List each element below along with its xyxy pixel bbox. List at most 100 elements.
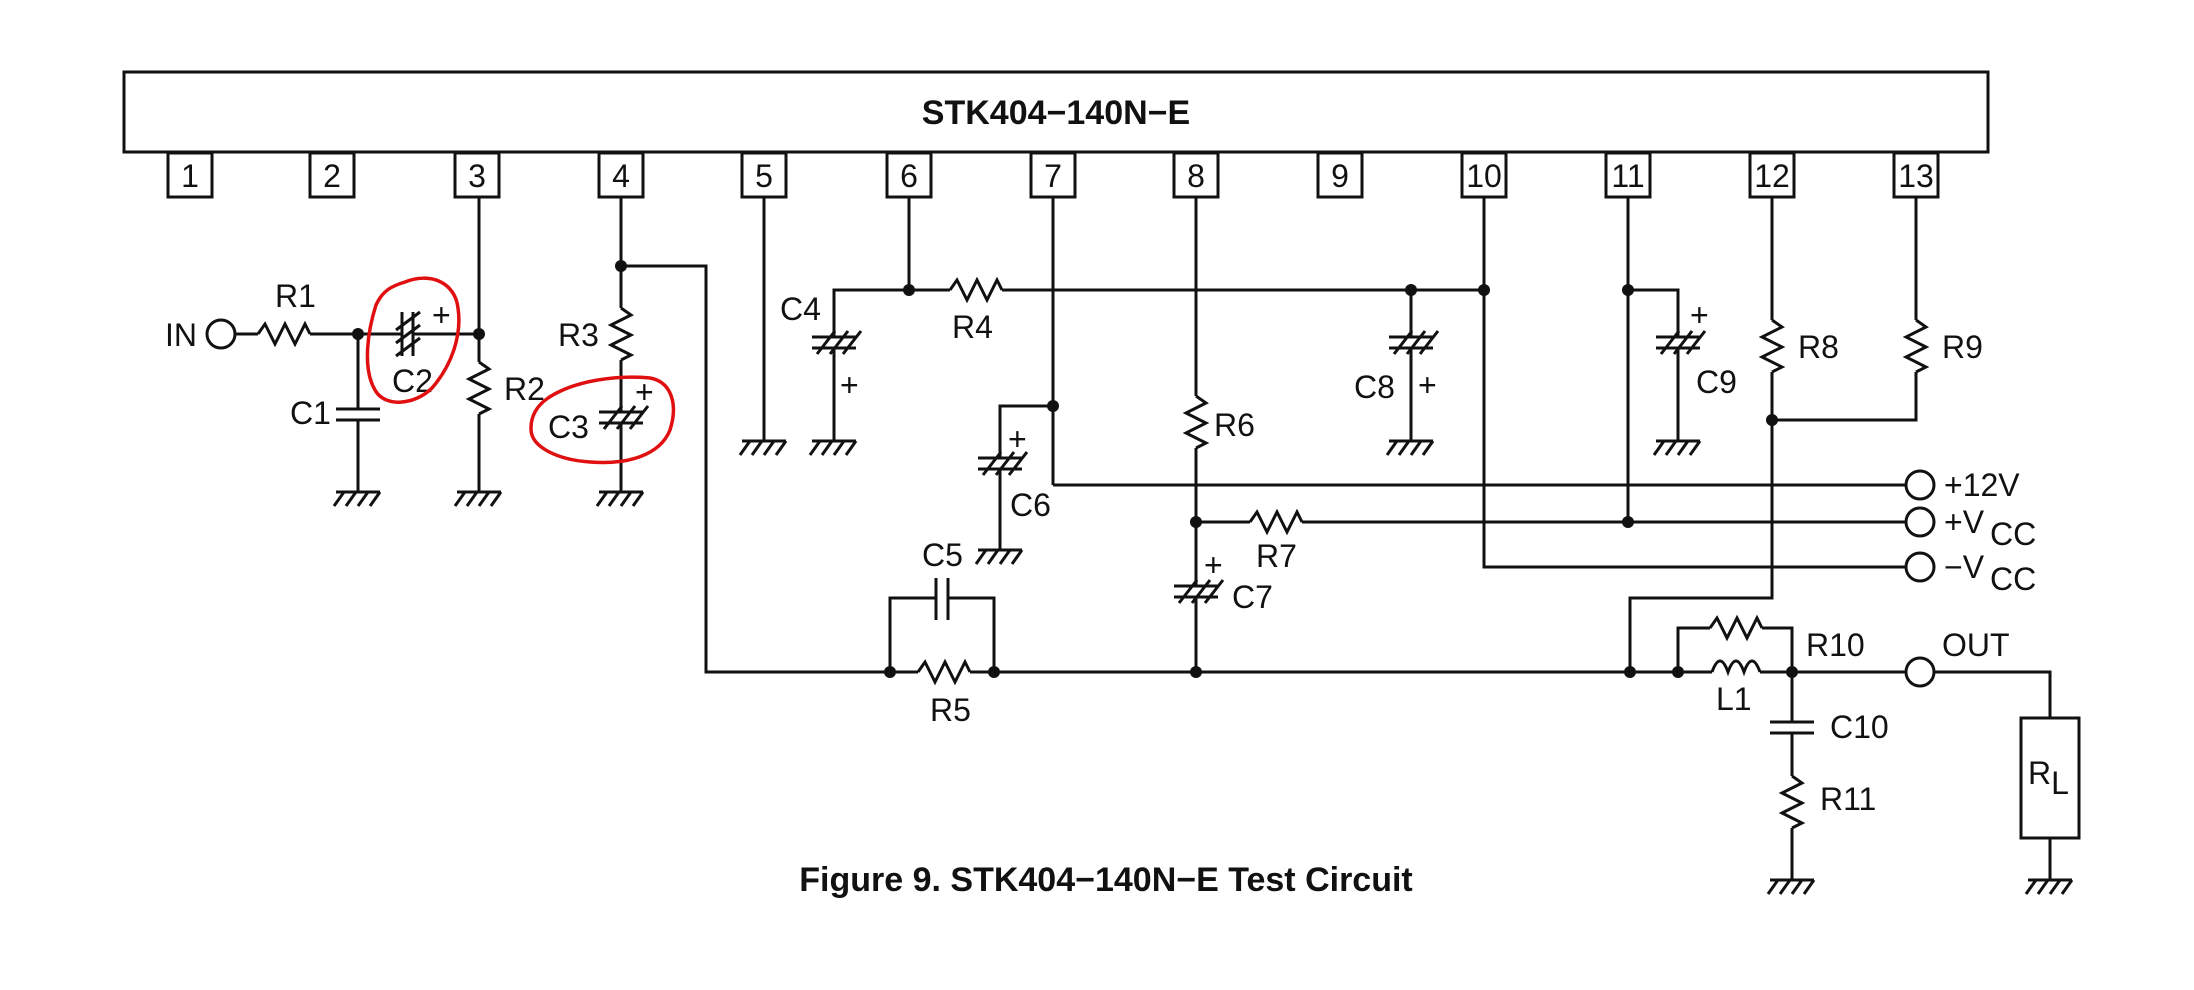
pin-label-11: 11 — [1611, 158, 1644, 194]
label-vcc-minus-sub: CC — [1990, 561, 2036, 597]
pin-label-13: 13 — [1898, 158, 1934, 194]
ground-icon — [332, 490, 382, 507]
resistor-r2 — [465, 360, 493, 416]
capacitor-c6-hatch — [981, 451, 1003, 476]
capacitor-c4-hatch — [841, 330, 863, 355]
polarity-c7: + — [1204, 547, 1223, 583]
pin-box-7 — [1029, 151, 1077, 199]
resistor-r9 — [1902, 318, 1930, 374]
resistor-r3 — [607, 306, 635, 362]
label-r9: R9 — [1942, 329, 1983, 365]
annotation-circle-c2 — [365, 276, 461, 404]
pin-label-3: 3 — [468, 158, 486, 194]
ground-icon — [738, 439, 788, 456]
wire-c5-left — [888, 596, 936, 672]
label-c6: C6 — [1010, 487, 1051, 523]
capacitor-c2-hatch — [395, 323, 421, 345]
label-r11: R11 — [1820, 781, 1876, 817]
pin-box-2 — [308, 151, 356, 199]
label-r2: R2 — [504, 371, 545, 407]
capacitor-c4-hatch — [815, 330, 837, 355]
pin-label-6: 6 — [900, 158, 918, 194]
wire-r10-right — [1762, 626, 1794, 672]
label-c10: C10 — [1830, 709, 1889, 745]
wire-rl-top — [1934, 670, 2052, 718]
resistor-r1 — [256, 320, 312, 348]
junction — [1624, 666, 1636, 678]
capacitor-c2-hatch — [395, 310, 421, 332]
input-label: IN — [165, 317, 197, 353]
label-r7: R7 — [1256, 538, 1297, 574]
terminal-12v — [1904, 469, 1936, 501]
ground-icon — [808, 439, 858, 456]
ic-name: STK404−140N−E — [922, 94, 1190, 132]
ground-icon — [974, 548, 1024, 565]
junction — [1622, 516, 1634, 528]
capacitor-c8-hatch — [1392, 330, 1414, 355]
ground-icon — [1766, 878, 1816, 895]
pin-box-9 — [1316, 151, 1364, 199]
pin-box-1 — [166, 151, 214, 199]
resistor-r8 — [1758, 318, 1786, 374]
input-terminal — [205, 318, 237, 350]
resistor-r11 — [1778, 774, 1806, 830]
pin-label-8: 8 — [1187, 158, 1205, 194]
polarity-c3: + — [635, 374, 654, 410]
figure-caption: Figure 9. STK404−140N−E Test Circuit — [799, 861, 1413, 899]
capacitor-c9-hatch — [1659, 330, 1681, 355]
polarity-c9: + — [1690, 297, 1709, 333]
polarity-c4: + — [840, 367, 859, 403]
terminal-vcc-plus — [1904, 506, 1936, 538]
output-terminal — [1904, 656, 1936, 688]
pin-label-1: 1 — [181, 158, 199, 194]
label-c8: C8 — [1354, 369, 1395, 405]
ground-icon — [595, 490, 645, 507]
label-r8: R8 — [1798, 329, 1839, 365]
output-label: OUT — [1942, 627, 2010, 663]
ground-icon — [453, 490, 503, 507]
wire-r10-left — [1676, 626, 1710, 672]
label-rl-sub: L — [2051, 765, 2069, 801]
polarity-c6: + — [1008, 421, 1027, 457]
wire-c4-top — [832, 288, 909, 337]
ic-body — [122, 70, 1990, 154]
ground-icon — [2024, 878, 2074, 895]
label-c7: C7 — [1232, 579, 1273, 615]
load-resistor-rl — [2019, 716, 2081, 840]
label-r6: R6 — [1214, 407, 1255, 443]
pin-box-3 — [453, 151, 501, 199]
ground-icon — [1385, 439, 1435, 456]
ground-icon — [1652, 439, 1702, 456]
pin-label-7: 7 — [1044, 158, 1062, 194]
capacitor-c3-hatch — [602, 405, 624, 430]
wire-r8-out — [1628, 372, 1774, 672]
annotation-circle-c3 — [529, 375, 676, 465]
wire-c9-top — [1628, 288, 1680, 337]
label-vcc-minus: −V — [1944, 549, 1985, 585]
capacitor-c6-hatch — [1007, 451, 1029, 476]
label-l1: L1 — [1716, 681, 1752, 717]
capacitor-c8-hatch — [1418, 330, 1440, 355]
inductor-l1 — [1710, 659, 1762, 677]
resistor-r6 — [1182, 394, 1210, 450]
label-r1: R1 — [275, 278, 316, 314]
capacitor-c7-hatch — [1177, 579, 1199, 604]
label-12v: +12V — [1944, 467, 2020, 503]
label-rl: RL — [2028, 755, 2069, 801]
resistor-r5 — [916, 658, 972, 686]
label-r10: R10 — [1806, 627, 1865, 663]
pin-label-9: 9 — [1331, 158, 1349, 194]
capacitor-c9-hatch — [1685, 330, 1707, 355]
resistor-r7 — [1248, 508, 1304, 536]
label-vcc-plus-sub: CC — [1990, 516, 2036, 552]
polarity-c2: + — [432, 297, 451, 333]
resistor-r4 — [948, 276, 1004, 304]
terminal-vcc-minus — [1904, 551, 1936, 583]
pin-label-12: 12 — [1754, 158, 1790, 194]
pin-label-5: 5 — [755, 158, 773, 194]
capacitor-c7-hatch — [1203, 579, 1225, 604]
pin-label-10: 10 — [1466, 158, 1502, 194]
label-c9: C9 — [1696, 364, 1737, 400]
ground-symbols — [332, 439, 2074, 895]
